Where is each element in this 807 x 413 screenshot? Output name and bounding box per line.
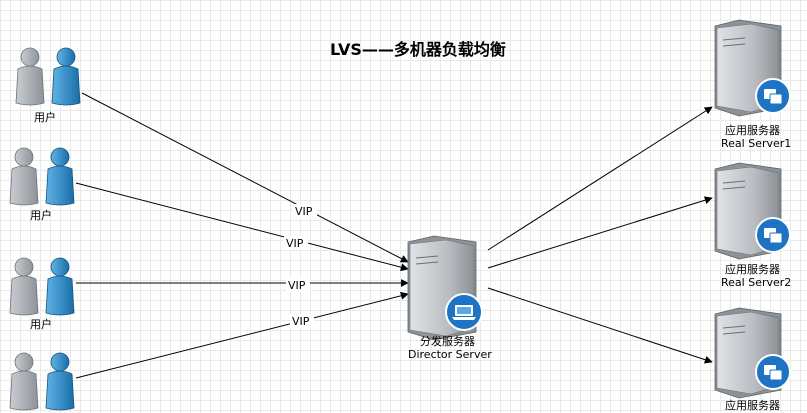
user-label: 用户 [30, 208, 52, 222]
user-group-3: 用户 [9, 257, 75, 331]
vip-labels: VIP VIP VIP VIP [284, 204, 317, 328]
edge-user1-director [81, 92, 409, 263]
vip-label-4: VIP [292, 315, 310, 328]
vip-label-1: VIP [295, 205, 313, 218]
server2-label-en: Real Server2 [721, 276, 791, 289]
laptop-badge-icon [445, 293, 483, 331]
server2-label-cn: 应用服务器 [725, 262, 780, 276]
windows-badge-icon [755, 217, 791, 253]
person-icon [51, 47, 81, 106]
edge-user4-director [75, 291, 409, 379]
edge-director-server1 [487, 106, 713, 251]
server1-label-en: Real Server1 [721, 137, 791, 150]
director-server: 分发服务器 Director Server [407, 235, 492, 361]
windows-badge-icon [755, 354, 791, 390]
person-icon [45, 147, 75, 206]
user-to-director-edges [75, 92, 409, 379]
person-icon [9, 147, 39, 206]
user-group-1: 用户 [15, 47, 81, 124]
user-group-4 [9, 352, 75, 411]
person-icon [15, 47, 45, 106]
user-label: 用户 [34, 110, 56, 124]
person-icon [9, 352, 39, 411]
server1-label-cn: 应用服务器 [725, 123, 780, 137]
director-label-en: Director Server [408, 348, 492, 361]
vip-label-2: VIP [286, 237, 304, 250]
person-icon [45, 257, 75, 316]
edge-user2-director [75, 182, 409, 272]
real-server-2: 应用服务器 Real Server2 [714, 162, 791, 289]
vip-label-3: VIP [288, 279, 306, 292]
user-label: 用户 [30, 317, 52, 331]
windows-badge-icon [755, 78, 791, 114]
director-label-cn: 分发服务器 [420, 334, 475, 348]
director-to-server-edges [487, 106, 713, 364]
user-group-2: 用户 [9, 147, 75, 222]
server3-label-cn: 应用服务器 [725, 398, 780, 412]
edge-director-server3 [487, 287, 713, 364]
diagram-title: LVS——多机器负载均衡 [330, 40, 506, 59]
real-server-3: 应用服务器 [714, 307, 791, 412]
real-server-1: 应用服务器 Real Server1 [714, 19, 791, 150]
person-icon [45, 352, 75, 411]
edge-director-server2 [487, 196, 713, 269]
person-icon [9, 257, 39, 316]
